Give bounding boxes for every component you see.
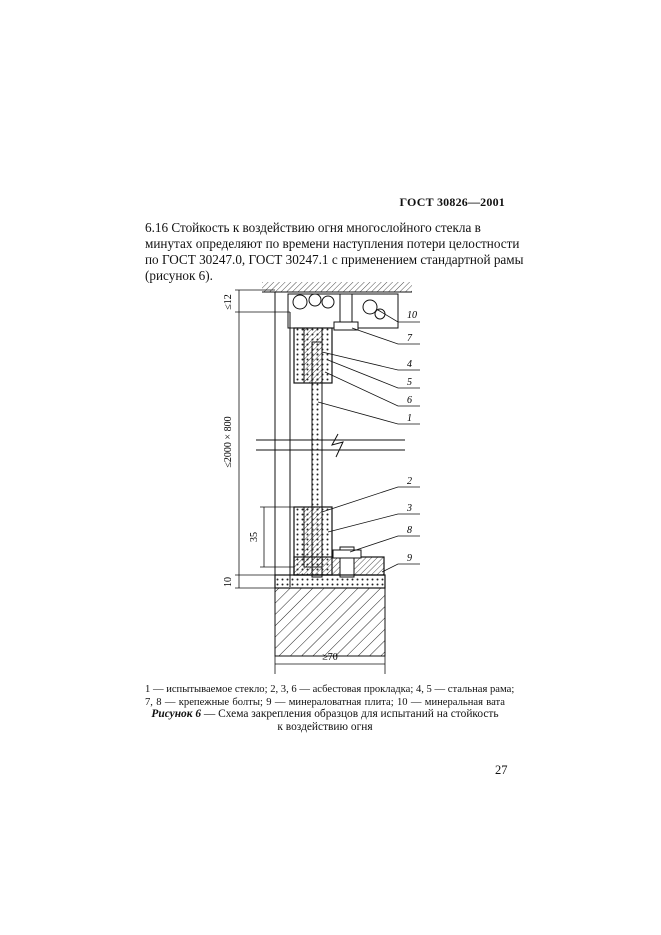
caption-label: Рисунок 6 [151, 708, 202, 720]
paragraph-line: минутах определяют по времени наступлени… [145, 236, 520, 251]
dim-bottom: 10 [223, 577, 234, 587]
mineral-wool-top [292, 293, 386, 320]
break-lines [256, 433, 405, 458]
callout-6: 6 [407, 395, 412, 406]
page-number: 27 [495, 763, 508, 777]
callout-8: 8 [407, 525, 412, 536]
section-paragraph: 6.16 Стойкость к воздействию огня многос… [145, 220, 524, 284]
mineral-wool-plate [274, 574, 386, 589]
caption-text: — Схема закрепления образцов для испытан… [201, 708, 499, 720]
dim-top-gap: ≤12 [223, 294, 234, 310]
paragraph-line: по ГОСТ 30247.0, ГОСТ 30247.1 с применен… [145, 252, 524, 267]
legend-line: 7, 8 — крепежные болты; 9 — минераловатн… [145, 697, 505, 708]
figure-6-diagram: ≤12 ≤2000 × 800 35 10 ≥70 10 7 4 5 6 1 2… [223, 282, 420, 674]
dim-lip: 35 [249, 532, 260, 542]
figure-caption: Рисунок 6 — Схема закрепления образцов д… [145, 708, 505, 734]
callout-10: 10 [407, 310, 417, 321]
callout-5: 5 [407, 377, 412, 388]
callout-1: 1 [407, 413, 412, 424]
callout-3: 3 [406, 503, 412, 514]
document-header: ГОСТ 30826—2001 [399, 195, 505, 209]
base-hatch [274, 587, 386, 657]
paragraph-line: (рисунок 6). [145, 268, 213, 283]
callout-7: 7 [407, 333, 413, 344]
figure-legend: 1 — испытываемое стекло; 2, 3, 6 — асбес… [145, 683, 515, 709]
caption-text-line2: к воздействию огня [277, 721, 373, 733]
callout-4: 4 [407, 359, 412, 370]
dim-width: ≥70 [322, 652, 338, 663]
paragraph-line: 6.16 Стойкость к воздействию огня многос… [145, 220, 481, 235]
callout-2: 2 [407, 476, 412, 487]
legend-line: 1 — испытываемое стекло; 2, 3, 6 — асбес… [145, 684, 515, 695]
callout-9: 9 [407, 553, 412, 564]
ceiling-hatch [262, 282, 412, 292]
dim-height: ≤2000 × 800 [223, 416, 234, 467]
